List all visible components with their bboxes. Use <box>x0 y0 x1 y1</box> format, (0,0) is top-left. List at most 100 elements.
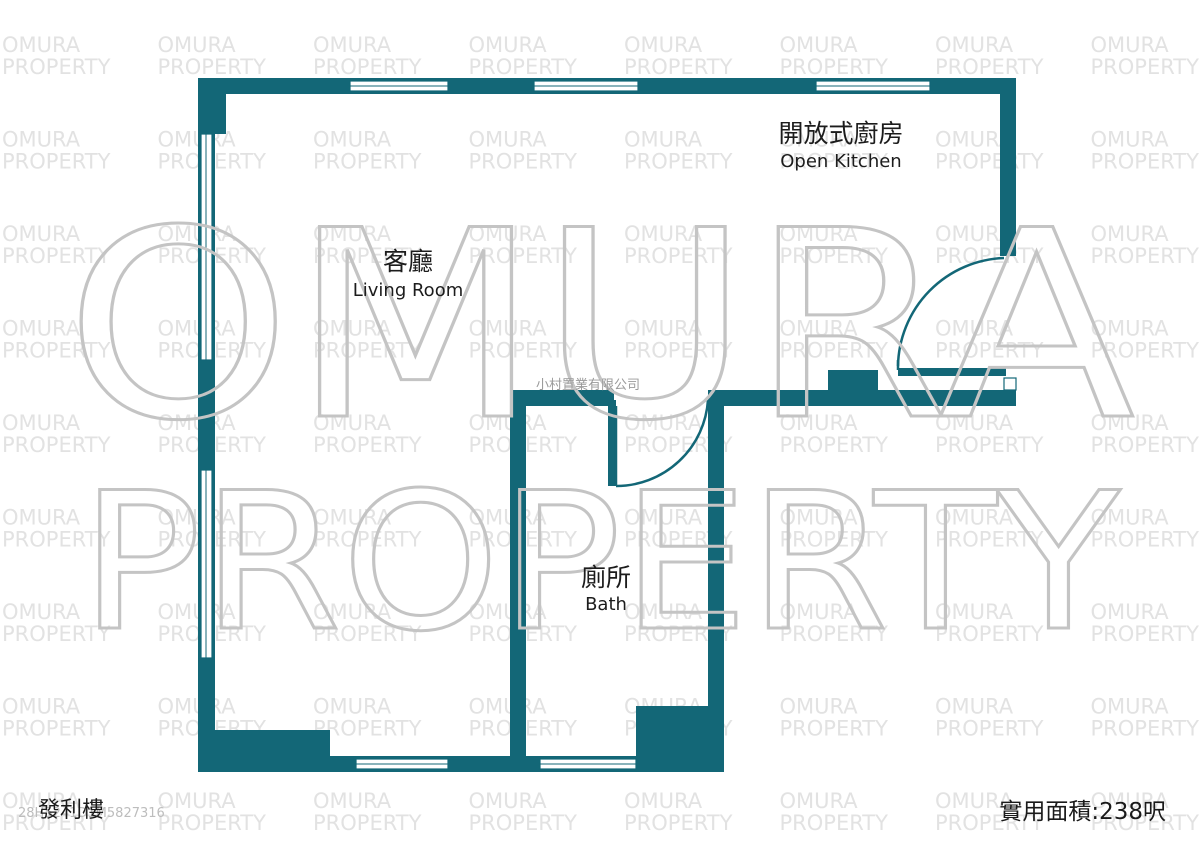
watermark-tile-line2: PROPERTY <box>158 811 267 835</box>
watermark-tile-line1: OMURA <box>2 789 81 813</box>
watermark-tile-line1: OMURA <box>935 789 1014 813</box>
watermark-tile-line1: OMURA <box>313 695 392 719</box>
watermark-tile-line1: OMURA <box>158 411 237 435</box>
right-wall <box>1000 78 1016 256</box>
watermark-tile-line1: OMURA <box>780 128 859 152</box>
watermark-tile-line1: OMURA <box>1091 695 1170 719</box>
watermark-tile-line1: OMURA <box>469 600 548 624</box>
watermark-tile-line2: PROPERTY <box>780 528 889 552</box>
watermark-tile-line1: OMURA <box>624 128 703 152</box>
watermark-tile-line2: PROPERTY <box>624 244 733 268</box>
watermark-tile-line2: PROPERTY <box>313 528 422 552</box>
watermark-tile-line2: PROPERTY <box>313 811 422 835</box>
watermark-tile-line2: PROPERTY <box>313 55 422 79</box>
watermark-tile-line1: OMURA <box>780 33 859 57</box>
watermark-tile-line1: OMURA <box>624 411 703 435</box>
bath-left-wall <box>510 390 526 772</box>
watermark-tile-line1: OMURA <box>313 506 392 530</box>
watermark-tile-line1: OMURA <box>935 695 1014 719</box>
watermark-tile-line2: PROPERTY <box>313 717 422 741</box>
watermark-tile-line2: PROPERTY <box>624 811 733 835</box>
watermark-tile-line1: OMURA <box>158 695 237 719</box>
watermark-tile-line2: PROPERTY <box>1091 622 1200 646</box>
kitchen-counter <box>898 368 1006 376</box>
watermark-tile-line1: OMURA <box>624 506 703 530</box>
living-room-label-cn: 客廳 <box>383 247 433 276</box>
kitchen-counter-block <box>828 370 878 394</box>
bath-label-cn: 廁所 <box>581 563 631 592</box>
watermark-tile-line1: OMURA <box>158 506 237 530</box>
bottom-left-column <box>198 730 330 772</box>
watermark-tile-line2: PROPERTY <box>1091 339 1200 363</box>
watermark-tile-line1: OMURA <box>313 411 392 435</box>
watermark-tile-line1: OMURA <box>158 789 237 813</box>
watermark-tile-line2: PROPERTY <box>2 150 111 174</box>
watermark-tile-line1: OMURA <box>313 600 392 624</box>
watermark-tile-line1: OMURA <box>1091 222 1170 246</box>
watermark-tile-line1: OMURA <box>1091 506 1170 530</box>
watermark-tile-line1: OMURA <box>624 600 703 624</box>
watermark-tile-line1: OMURA <box>2 317 81 341</box>
watermark-tile-line1: OMURA <box>780 317 859 341</box>
watermark-tile-line2: PROPERTY <box>780 150 889 174</box>
watermark-tile-line2: PROPERTY <box>313 339 422 363</box>
watermark-tile-line1: OMURA <box>1091 789 1170 813</box>
watermark-tile-line2: PROPERTY <box>2 717 111 741</box>
watermark-tile-line1: OMURA <box>469 506 548 530</box>
watermark-tile-line2: PROPERTY <box>469 55 578 79</box>
watermark-tile-line2: PROPERTY <box>780 433 889 457</box>
window-kitchen-right <box>1003 377 1017 391</box>
watermark-tile-line2: PROPERTY <box>1091 244 1200 268</box>
watermark-tile-line2: PROPERTY <box>780 622 889 646</box>
watermark-tile-line2: PROPERTY <box>313 150 422 174</box>
bath-label-en: Bath <box>585 594 627 615</box>
big-watermark-line1: OMURA <box>65 176 1136 478</box>
watermark-tile-line2: PROPERTY <box>2 811 111 835</box>
big-watermark: OMURA PROPERTY <box>64 175 1138 675</box>
watermark-tile-line1: OMURA <box>624 317 703 341</box>
watermark-tile-line2: PROPERTY <box>313 433 422 457</box>
watermark-tile-line1: OMURA <box>2 222 81 246</box>
bath-top-wall-left <box>510 390 614 406</box>
kitchen-label-en: Open Kitchen <box>780 151 901 172</box>
watermark-tile-line1: OMURA <box>624 33 703 57</box>
watermark-tile-line2: PROPERTY <box>1091 528 1200 552</box>
watermark-tile-line2: PROPERTY <box>313 244 422 268</box>
watermark-tile-line2: PROPERTY <box>469 150 578 174</box>
watermark-tile-line1: OMURA <box>469 411 548 435</box>
watermark-tile-line2: PROPERTY <box>935 528 1044 552</box>
watermark-tile-line2: PROPERTY <box>1091 717 1200 741</box>
watermark-tile-line1: OMURA <box>469 695 548 719</box>
watermark-tile-line2: PROPERTY <box>2 339 111 363</box>
room-labels: 客廳 Living Room 開放式廚房 Open Kitchen 廁所 Bat… <box>353 119 904 615</box>
watermark-tile-line1: OMURA <box>935 33 1014 57</box>
watermark-tile-line2: PROPERTY <box>780 811 889 835</box>
living-room-label-en: Living Room <box>353 280 464 301</box>
watermark-tile-line2: PROPERTY <box>780 339 889 363</box>
watermark-tile-line1: OMURA <box>313 33 392 57</box>
watermark-tile-line2: PROPERTY <box>313 622 422 646</box>
watermark-tile-line1: OMURA <box>624 222 703 246</box>
watermark-tile-line1: OMURA <box>780 600 859 624</box>
watermark-tile-line1: OMURA <box>158 600 237 624</box>
watermark-tile-line2: PROPERTY <box>2 622 111 646</box>
watermark-tile-line2: PROPERTY <box>935 717 1044 741</box>
watermark-tile-line2: PROPERTY <box>780 244 889 268</box>
watermark-tile-line1: OMURA <box>469 317 548 341</box>
watermark-tile-line2: PROPERTY <box>469 339 578 363</box>
watermark-tile-line1: OMURA <box>2 128 81 152</box>
building-name: 發利樓 <box>38 798 105 823</box>
doors <box>614 256 1005 488</box>
watermark-tile-line1: OMURA <box>780 411 859 435</box>
watermark-tile-line1: OMURA <box>935 506 1014 530</box>
watermark-tile-line2: PROPERTY <box>2 528 111 552</box>
watermark-tile-line1: OMURA <box>469 222 548 246</box>
watermark-tile-line2: PROPERTY <box>1091 55 1200 79</box>
watermark-tile-line1: OMURA <box>935 600 1014 624</box>
watermark-tile-line1: OMURA <box>313 789 392 813</box>
watermark-tile-line1: OMURA <box>780 222 859 246</box>
watermark-tile-line1: OMURA <box>158 33 237 57</box>
big-watermark-line2: PROPERTY <box>80 452 1121 673</box>
kitchen-door-arc <box>896 256 1005 367</box>
